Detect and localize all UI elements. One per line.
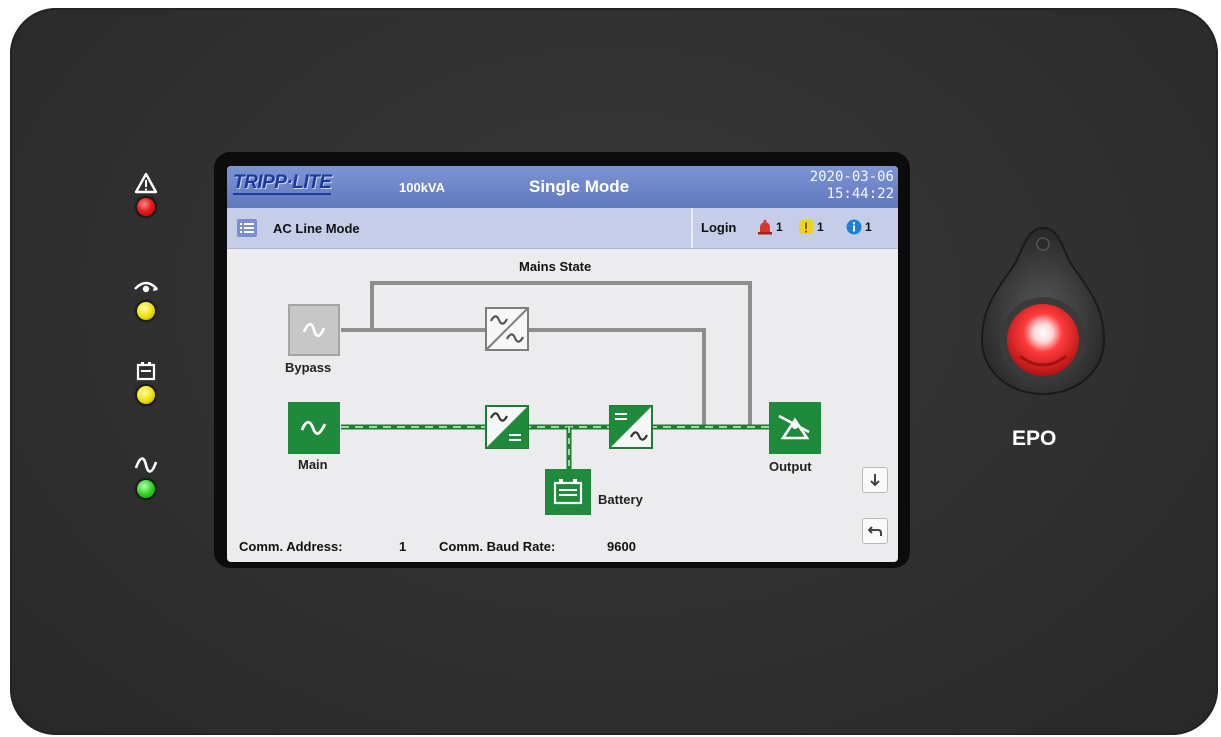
brand-logo: TRIPP·LITE bbox=[233, 172, 332, 195]
diagram-title: Mains State bbox=[519, 259, 592, 274]
ac-input-led bbox=[137, 480, 155, 498]
bypass-label: Bypass bbox=[285, 360, 332, 375]
epo-emergency-stop-icon bbox=[980, 226, 1106, 396]
battery-led bbox=[137, 386, 155, 404]
baud-rate-label: Comm. Baud Rate: bbox=[439, 539, 556, 554]
menu-icon[interactable] bbox=[237, 218, 257, 238]
ac-sine-icon bbox=[126, 452, 166, 478]
warning-alarm-indicator[interactable]: 1 bbox=[798, 219, 824, 235]
baud-rate-value: 9600 bbox=[607, 539, 636, 554]
bypass-indicator bbox=[126, 274, 166, 320]
critical-alarm-count: 1 bbox=[776, 220, 783, 234]
fault-led bbox=[137, 198, 155, 216]
alarm-bell-icon bbox=[757, 219, 773, 235]
info-icon bbox=[846, 219, 862, 235]
comm-address-value: 1 bbox=[399, 539, 407, 554]
warning-alarm-count: 1 bbox=[817, 220, 824, 234]
bypass-icon bbox=[126, 274, 166, 300]
fault-indicator bbox=[126, 170, 166, 216]
operating-mode-text: AC Line Mode bbox=[273, 221, 360, 236]
login-button[interactable]: Login bbox=[701, 220, 737, 235]
bypass-led bbox=[137, 302, 155, 320]
battery-label: Battery bbox=[598, 492, 643, 507]
battery-icon bbox=[126, 358, 166, 384]
power-flow-lines bbox=[341, 281, 775, 470]
bypass-source-block[interactable] bbox=[288, 304, 340, 356]
rectifier-icon bbox=[485, 405, 529, 449]
power-flow-diagram: Mains State Bypass bbox=[227, 249, 898, 562]
main-source-block[interactable] bbox=[288, 402, 340, 454]
output-block[interactable] bbox=[769, 402, 821, 454]
info-alarm-count: 1 bbox=[865, 220, 872, 234]
inverter-block[interactable] bbox=[609, 405, 653, 449]
datetime: 2020-03-06 15:44:22 bbox=[810, 169, 894, 203]
arrow-down-icon bbox=[870, 474, 880, 487]
battery-block[interactable] bbox=[545, 469, 591, 515]
ac-input-indicator bbox=[126, 452, 166, 498]
main-label: Main bbox=[298, 457, 328, 472]
critical-alarm-indicator[interactable]: 1 bbox=[757, 219, 783, 235]
screen-header: TRIPP·LITE 100kVA Single Mode 2020-03-06… bbox=[227, 166, 898, 208]
date-text: 2020-03-06 bbox=[809, 169, 894, 185]
bypass-sine-icon bbox=[288, 304, 340, 356]
scroll-down-button[interactable] bbox=[862, 467, 888, 493]
warning-icon bbox=[126, 170, 166, 196]
static-switch-icon bbox=[485, 307, 529, 351]
status-divider bbox=[691, 208, 693, 248]
rectifier-block[interactable] bbox=[485, 405, 529, 449]
back-button[interactable] bbox=[862, 518, 888, 544]
mode-label: Single Mode bbox=[529, 177, 630, 196]
exclamation-icon bbox=[798, 219, 814, 235]
output-label: Output bbox=[769, 459, 812, 474]
comm-address-label: Comm. Address: bbox=[239, 539, 343, 554]
capacity-label: 100kVA bbox=[399, 180, 446, 195]
time-text: 15:44:22 bbox=[826, 186, 894, 202]
battery-icon-green bbox=[545, 469, 591, 515]
main-sine-icon bbox=[288, 402, 340, 454]
info-alarm-indicator[interactable]: 1 bbox=[846, 219, 872, 235]
battery-indicator bbox=[126, 358, 166, 404]
epo-button[interactable] bbox=[980, 222, 1106, 412]
output-load-icon bbox=[769, 402, 821, 454]
static-switch-block[interactable] bbox=[485, 307, 529, 351]
return-arrow-icon bbox=[868, 526, 882, 536]
touch-screen: TRIPP·LITE 100kVA Single Mode 2020-03-06… bbox=[227, 166, 898, 562]
epo-label: EPO bbox=[1012, 427, 1057, 450]
status-bar: AC Line Mode Login 1 1 1 bbox=[227, 208, 898, 249]
inverter-icon bbox=[609, 405, 653, 449]
